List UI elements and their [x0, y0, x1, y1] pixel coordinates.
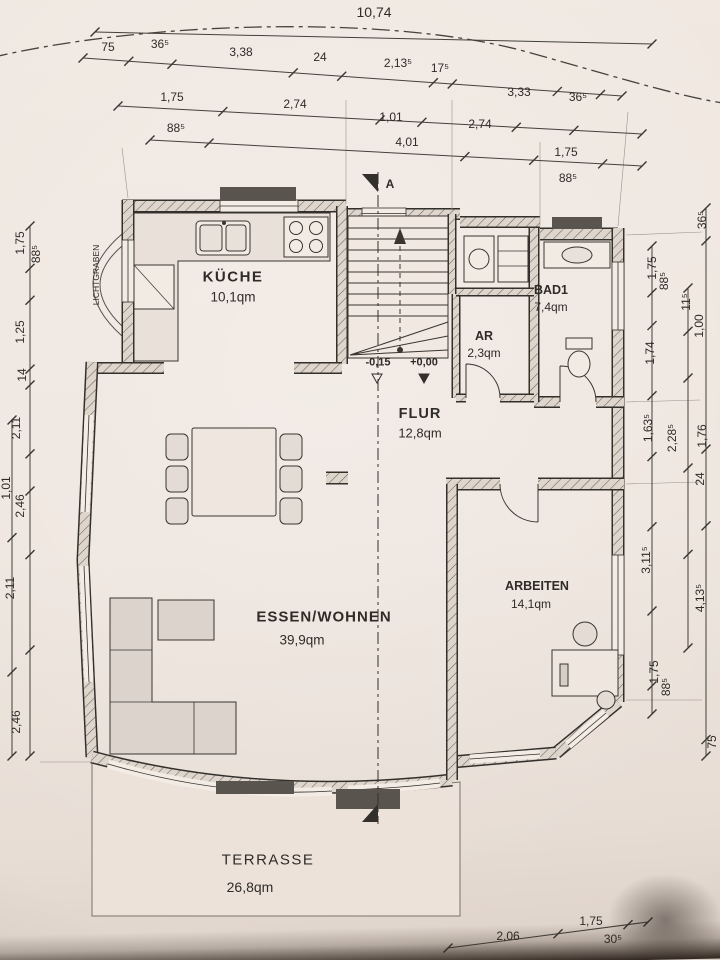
section-line — [362, 172, 379, 824]
stair-arrow — [394, 228, 406, 244]
desk-chair — [572, 621, 598, 647]
appliance-2 — [497, 235, 529, 283]
wc-tank — [565, 337, 593, 350]
photo-corner-shadow — [585, 855, 720, 960]
ottoman — [157, 599, 215, 641]
furniture — [109, 212, 619, 755]
kitchen-counter — [133, 212, 331, 362]
dining-table — [191, 427, 277, 517]
shutter-blocks — [216, 187, 602, 809]
staircase — [347, 215, 449, 359]
cooktop — [283, 216, 329, 258]
sofa — [109, 597, 237, 755]
boundary-line — [0, 26, 720, 104]
door-swings — [465, 363, 597, 523]
plant — [596, 690, 616, 710]
lichtgraben-arcs — [92, 233, 123, 337]
level-markers — [371, 373, 430, 385]
wc-bowl — [567, 350, 591, 378]
